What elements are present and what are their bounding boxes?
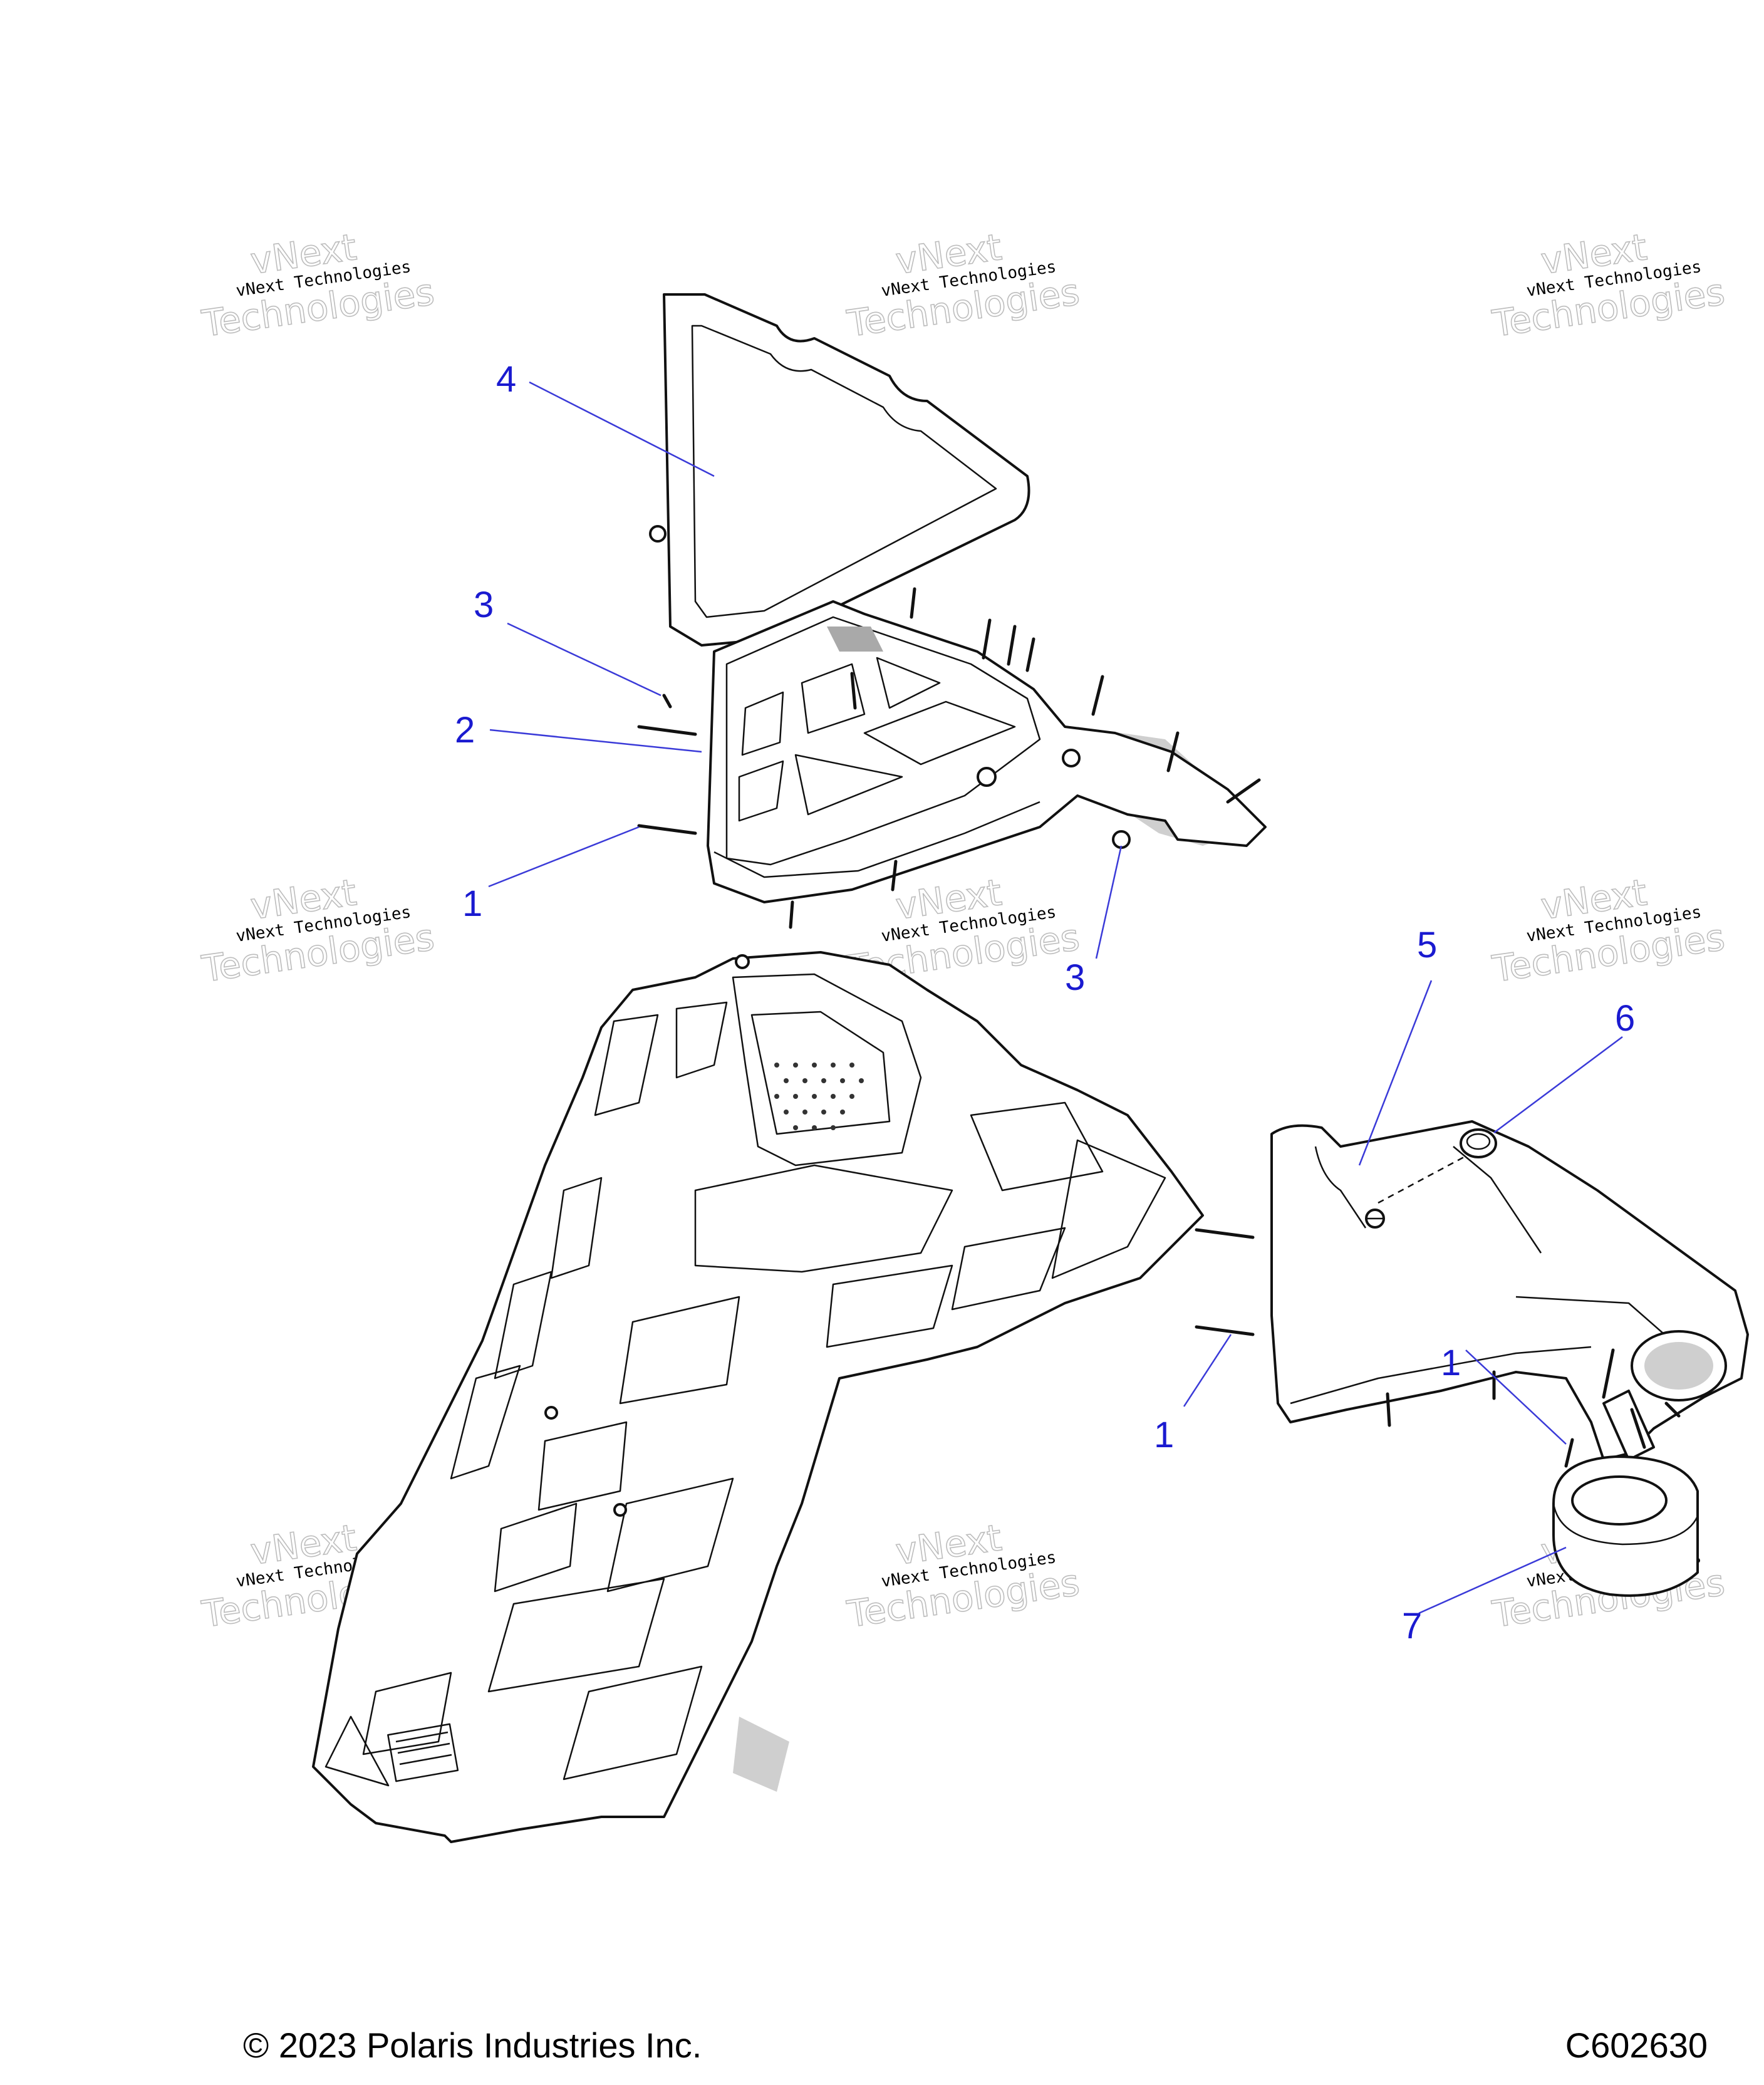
watermark: vNext vNext Technologies Technologies <box>844 1516 1082 1636</box>
part-duct-housing <box>1270 1120 1749 1461</box>
callout-3-lower: 3 <box>1065 957 1085 998</box>
leader-lines <box>488 381 1623 1614</box>
watermark: vNext vNext Technologies Technologies <box>844 225 1082 345</box>
callout-7: 7 <box>1402 1606 1422 1646</box>
callout-6: 6 <box>1615 998 1635 1039</box>
callout-4: 4 <box>496 359 516 400</box>
part-upper-frame <box>707 600 1267 903</box>
part-ring-seal <box>1552 1455 1699 1597</box>
figure-code: C602630 <box>1565 2025 1708 2065</box>
part-seal-triangle <box>663 293 1030 647</box>
callout-5: 5 <box>1417 925 1437 965</box>
watermark: vNext vNext Technologies Technologies <box>1489 225 1728 345</box>
callout-1-right: 1 <box>1441 1343 1461 1383</box>
callout-2: 2 <box>455 710 475 751</box>
callout-3-upper: 3 <box>474 585 494 625</box>
part-main-chassis <box>312 951 1204 1843</box>
watermark: vNext vNext Technologies Technologies <box>1489 870 1728 991</box>
watermark: vNext vNext Technologies Technologies <box>199 870 437 991</box>
watermark: vNext vNext Technologies Technologies <box>199 225 437 345</box>
vent-mesh <box>774 1063 864 1130</box>
copyright-notice: © 2023 Polaris Industries Inc. <box>243 2025 702 2065</box>
part-cap <box>1460 1128 1497 1158</box>
fasteners-upper <box>637 525 1261 929</box>
callout-1-middle: 1 <box>1154 1415 1174 1455</box>
callout-1-upper-left: 1 <box>462 883 482 924</box>
